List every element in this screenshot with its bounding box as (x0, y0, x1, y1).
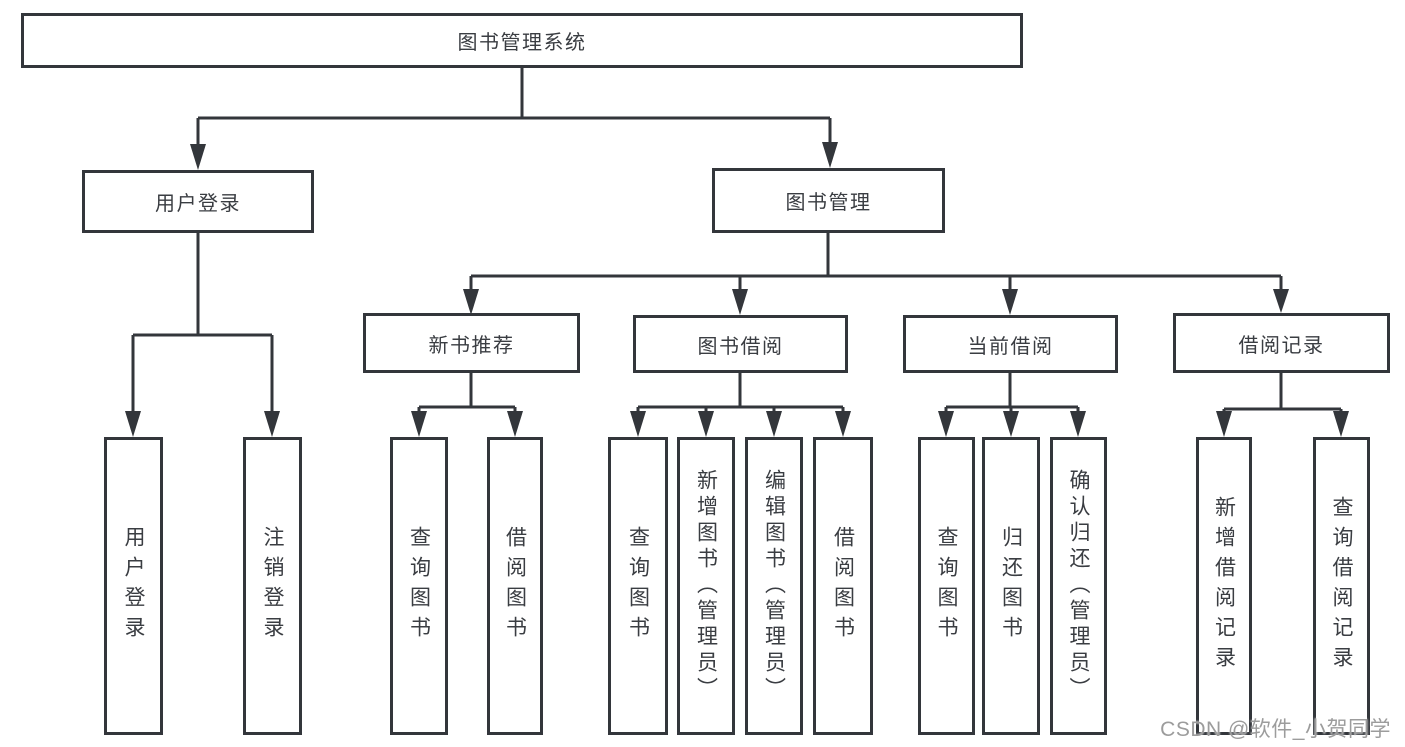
node-label: 确认归还（管理员） (1067, 469, 1090, 703)
node-label: 查询图书 (407, 526, 431, 646)
node-label: 查询借阅记录 (1330, 496, 1353, 676)
node-library-management-system: 图书管理系统 (21, 13, 1023, 68)
connector-borrow-record-to-leaves (1216, 373, 1349, 437)
node-label: 图书管理 (785, 192, 872, 214)
leaf-borrow-book-2: 借阅图书 (813, 437, 873, 735)
node-user-login: 用户登录 (82, 170, 314, 233)
node-label: 注销登录 (261, 526, 284, 646)
node-new-book-recommend: 新书推荐 (363, 313, 580, 373)
leaf-borrow-book-1: 借阅图书 (487, 437, 543, 735)
connector-current-borrow-to-leaves (938, 373, 1086, 437)
leaf-query-book-3: 查询图书 (918, 437, 975, 735)
connector-new-book-to-leaves (411, 373, 523, 437)
connector-root-to-level2 (190, 68, 838, 170)
node-label: 新增图书（管理员） (694, 469, 718, 703)
node-label: 借阅图书 (831, 526, 855, 646)
connector-user-login-to-leaves (125, 233, 280, 437)
node-borrow-record: 借阅记录 (1173, 313, 1390, 373)
node-book-management: 图书管理 (712, 168, 945, 233)
connector-book-borrow-to-leaves (630, 373, 851, 437)
node-label: 新书推荐 (428, 334, 515, 357)
leaf-query-book-2: 查询图书 (608, 437, 668, 735)
watermark-text: CSDN @软件_小贺同学 (1160, 718, 1391, 741)
leaf-return-book: 归还图书 (982, 437, 1040, 735)
node-label: 新增借阅记录 (1212, 496, 1236, 676)
node-label: 借阅记录 (1238, 334, 1325, 357)
node-label: 用户登录 (122, 526, 145, 646)
leaf-user-login: 用户登录 (104, 437, 163, 735)
leaf-add-borrow-record: 新增借阅记录 (1196, 437, 1252, 735)
node-label: 编辑图书（管理员） (762, 469, 786, 703)
leaf-query-book-1: 查询图书 (390, 437, 448, 735)
node-label: 用户登录 (155, 193, 241, 215)
node-label: 查询图书 (935, 526, 958, 646)
node-label: 借阅图书 (503, 526, 527, 646)
node-label: 归还图书 (999, 526, 1023, 646)
node-label: 当前借阅 (967, 335, 1054, 358)
leaf-query-borrow-record: 查询借阅记录 (1313, 437, 1370, 735)
leaf-logout: 注销登录 (243, 437, 302, 735)
leaf-add-book-admin: 新增图书（管理员） (677, 437, 735, 735)
connector-book-management-to-level3 (463, 233, 1289, 315)
leaf-edit-book-admin: 编辑图书（管理员） (745, 437, 803, 735)
node-label: 查询图书 (626, 526, 650, 646)
leaf-confirm-return-admin: 确认归还（管理员） (1050, 437, 1107, 735)
node-book-borrow: 图书借阅 (633, 315, 848, 373)
node-label: 图书管理系统 (457, 32, 587, 54)
node-label: 图书借阅 (697, 335, 784, 358)
node-current-borrow: 当前借阅 (903, 315, 1118, 373)
